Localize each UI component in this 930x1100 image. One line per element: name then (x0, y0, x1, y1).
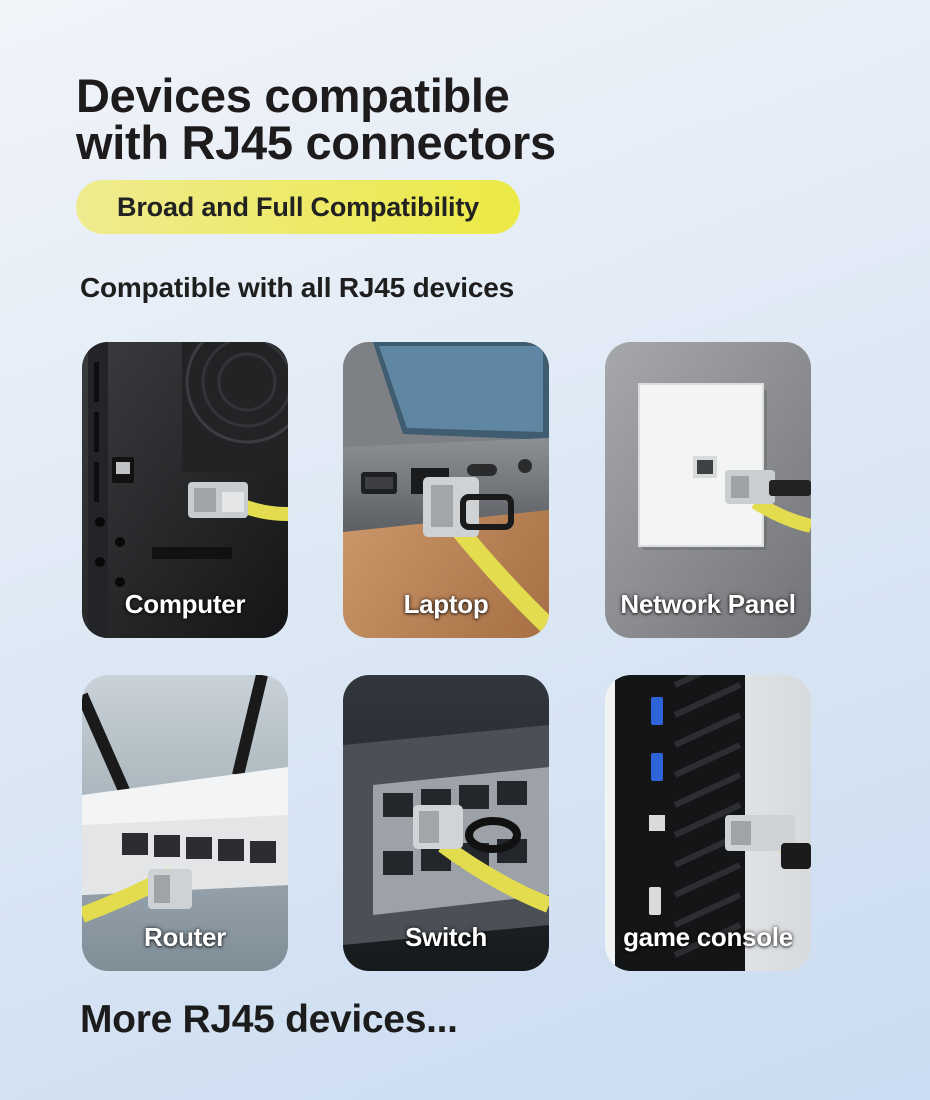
device-label: Switch (405, 922, 487, 952)
switch-photo (343, 675, 549, 971)
device-card-game-console[interactable]: game console (605, 675, 811, 971)
game-console-photo (605, 675, 811, 971)
network-panel-photo (605, 342, 811, 638)
device-card-network-panel[interactable]: Network Panel (605, 342, 811, 638)
device-label: Computer (124, 589, 246, 619)
device-label: game console (623, 922, 793, 952)
device-label: Laptop (403, 589, 489, 619)
laptop-photo (343, 342, 549, 638)
device-card-switch[interactable]: Switch (343, 675, 549, 971)
device-card-computer[interactable]: Computer (82, 342, 288, 638)
compatibility-badge: Broad and Full Compatibility (76, 180, 520, 234)
title-line-1: Devices compatible (76, 69, 510, 122)
computer-photo (82, 342, 288, 638)
device-label: Network Panel (620, 589, 796, 619)
router-photo (82, 675, 288, 971)
more-devices-text: More RJ45 devices... (80, 998, 458, 1041)
device-card-laptop[interactable]: Laptop (343, 342, 549, 638)
title-line-2: with RJ45 connectors (76, 116, 556, 169)
page-title: Devices compatible with RJ45 connectors (76, 72, 556, 166)
device-card-router[interactable]: Router (82, 675, 288, 971)
device-label: Router (144, 922, 226, 952)
section-subheading: Compatible with all RJ45 devices (80, 272, 514, 303)
